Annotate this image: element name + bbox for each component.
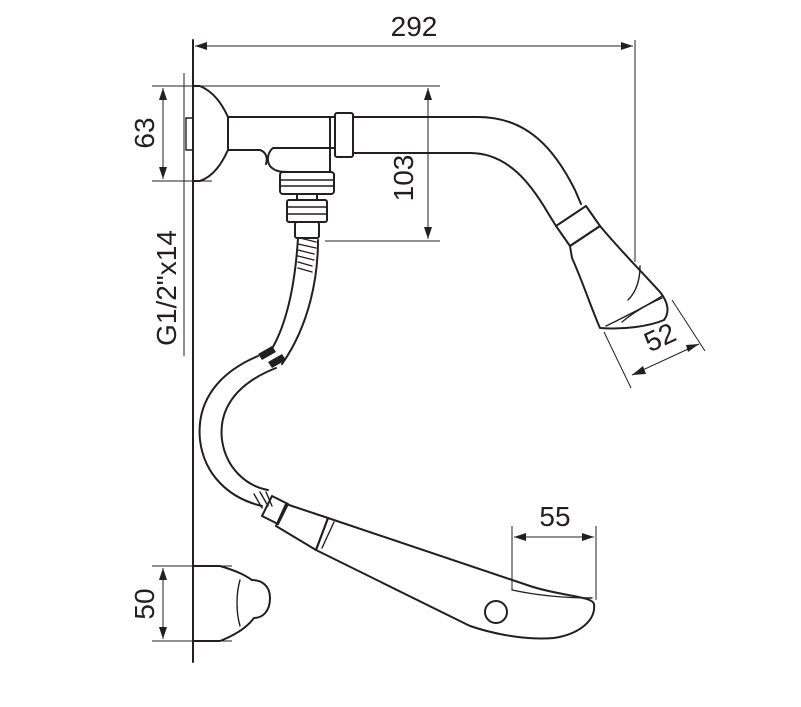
dim-outlet-height: 103 [212,85,440,242]
dim-handset-head-length-label: 55 [539,501,570,532]
dim-shower-head-diameter: 52 [603,299,706,389]
dim-overall-width: 292 [195,11,636,262]
dim-holder-height-label: 50 [129,588,160,619]
dim-outlet-height-label: 103 [388,155,419,202]
dim-wall-flange-height-label: 63 [129,117,160,148]
dim-wall-flange-height: 63 [129,85,212,182]
wall-holder [193,565,271,642]
dim-thread-spec-label: G1/2"x14 [151,230,182,346]
valve-body [227,112,354,173]
dim-thread-spec: G1/2"x14 [151,73,185,356]
shower-arm [352,116,582,227]
dim-handset-head-length: 55 [511,501,597,600]
hose-loop [198,346,286,509]
fixed-shower-head [555,205,669,330]
hose-coil [269,237,319,365]
wall-flange [185,85,229,182]
dim-shower-head-diameter-label: 52 [639,317,680,358]
hand-shower [261,495,596,640]
dim-overall-width-label: 292 [391,11,438,42]
hose-connector [279,171,335,239]
dim-holder-height: 50 [129,565,232,642]
